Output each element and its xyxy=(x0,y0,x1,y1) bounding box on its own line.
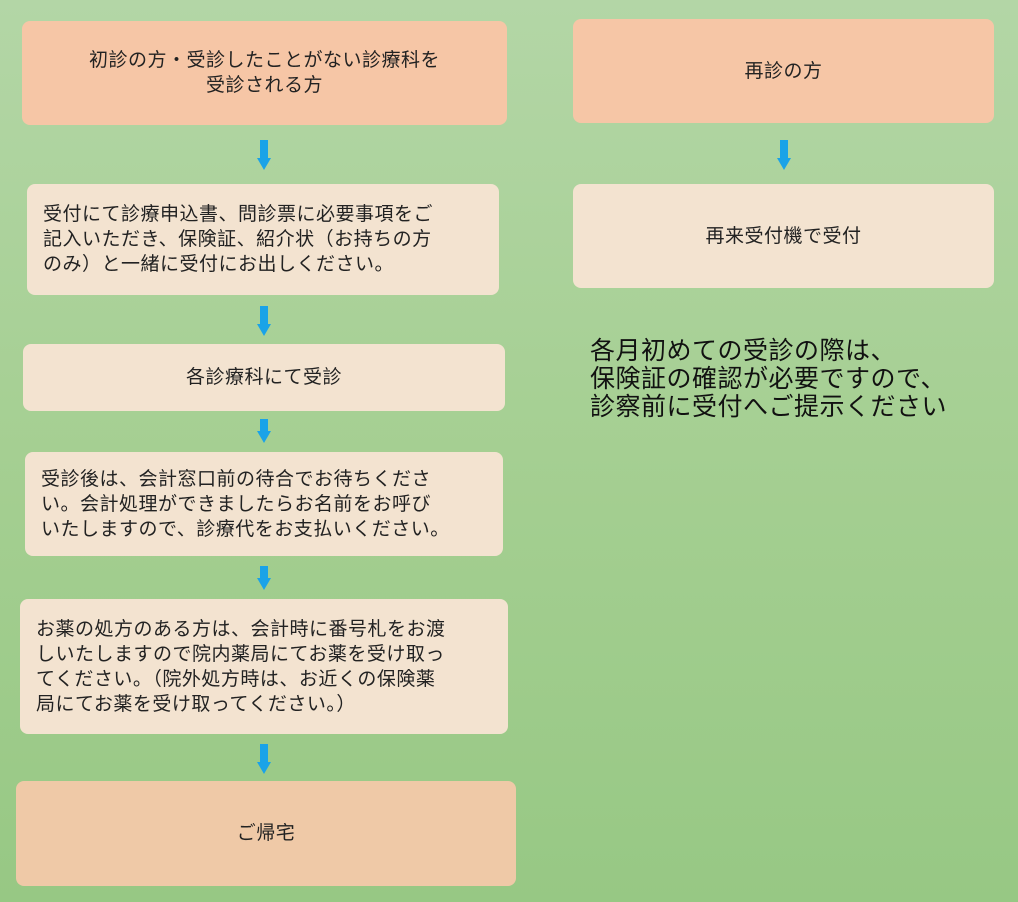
reception-machine-text: 再来受付機で受付 xyxy=(705,224,862,247)
payment-step-text: 受診後は、会計窓口前の待合でお待ちくださ い。会計処理ができましたらお名前をお呼… xyxy=(41,467,450,540)
reception-step-box: 受付にて診療申込書、問診票に必要事項をご 記入いただき、保険証、紹介状（お持ちの… xyxy=(27,184,499,295)
reception-machine-box: 再来受付機で受付 xyxy=(573,184,994,288)
insurance-card-note: 各月初めての受診の際は、 保険証の確認が必要ですので、 診察前に受付へご提示くだ… xyxy=(590,336,948,421)
reception-step-text: 受付にて診療申込書、問診票に必要事項をご 記入いただき、保険証、紹介状（お持ちの… xyxy=(43,203,434,275)
first-visit-header-text: 初診の方・受診したことがない診療科を 受診される方 xyxy=(88,49,440,96)
return-visit-header-box: 再診の方 xyxy=(573,19,994,123)
down-arrow-icon xyxy=(257,566,271,596)
down-arrow-icon xyxy=(257,306,271,336)
return-visit-header-text: 再診の方 xyxy=(744,59,823,82)
first-visit-header-box: 初診の方・受診したことがない診療科を 受診される方 xyxy=(22,21,507,125)
down-arrow-icon xyxy=(257,744,271,774)
consultation-step-box: 各診療科にて受診 xyxy=(23,344,505,411)
medication-step-text: お薬の処方のある方は、会計時に番号札をお渡 しいたしますので院内薬局にてお薬を受… xyxy=(36,617,446,715)
go-home-text: ご帰宅 xyxy=(236,822,296,844)
go-home-box: ご帰宅 xyxy=(16,781,516,886)
down-arrow-icon xyxy=(257,140,271,170)
down-arrow-icon xyxy=(257,419,271,449)
payment-step-box: 受診後は、会計窓口前の待合でお待ちくださ い。会計処理ができましたらお名前をお呼… xyxy=(25,452,503,556)
medication-step-box: お薬の処方のある方は、会計時に番号札をお渡 しいたしますので院内薬局にてお薬を受… xyxy=(20,599,508,734)
consultation-step-text: 各診療科にて受診 xyxy=(185,366,342,388)
down-arrow-icon xyxy=(777,140,791,170)
